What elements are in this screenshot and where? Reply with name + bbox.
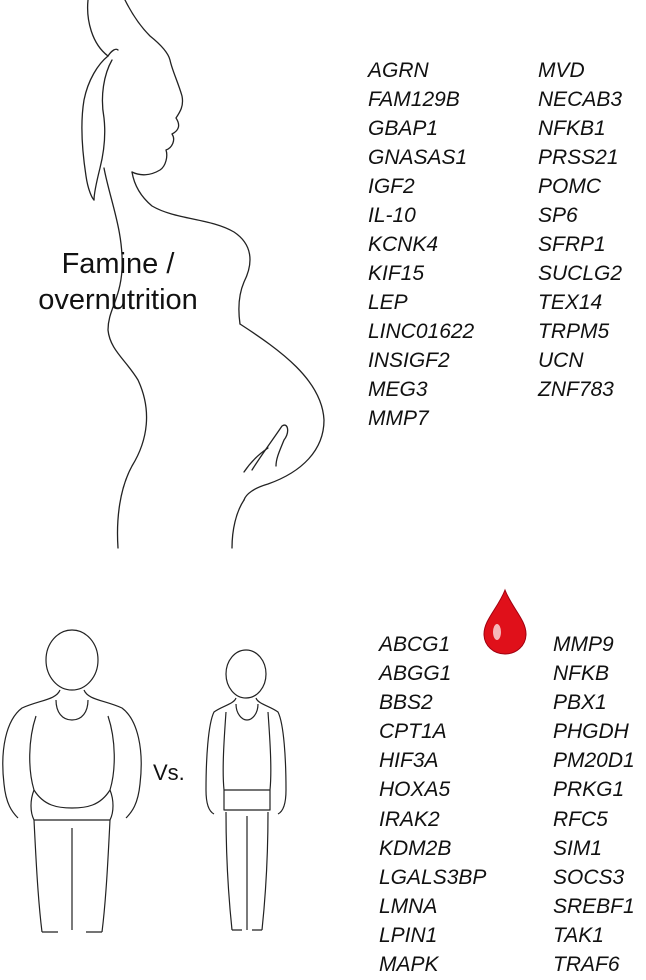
gene-item: PRSS21	[538, 146, 619, 169]
gene-item: SFRP1	[538, 233, 606, 256]
gene-item: MMP7	[368, 407, 429, 430]
gene-item: LEP	[368, 291, 408, 314]
gene-item: LMNA	[379, 894, 438, 918]
gene-item: MVD	[538, 59, 585, 82]
gene-item: TEX14	[538, 291, 603, 314]
gene-item: POMC	[538, 175, 601, 198]
famine-overnutrition-label: Famine / overnutrition	[18, 246, 218, 318]
gene-item: IGF2	[368, 175, 415, 198]
label-line-2: overnutrition	[38, 284, 198, 316]
gene-item: GBAP1	[368, 117, 439, 140]
gene-item: TRPM5	[538, 320, 610, 343]
gene-item: SOCS3	[553, 865, 625, 889]
gene-item: SREBF1	[553, 894, 635, 918]
gene-item: KDM2B	[379, 836, 452, 860]
vs-label: Vs.	[153, 760, 185, 785]
gene-item: INSIGF2	[368, 349, 450, 372]
gene-item: ABCG1	[379, 633, 451, 656]
gene-item: LINC01622	[368, 320, 475, 343]
obese-figure-icon	[2, 629, 142, 933]
gene-item: FAM129B	[368, 88, 460, 111]
gene-item: KCNK4	[368, 233, 439, 256]
blood-drop-icon	[483, 588, 527, 655]
gene-item: MAPK	[379, 953, 439, 977]
gene-item: PRKG1	[553, 778, 625, 802]
gene-item: PHGDH	[553, 720, 629, 744]
gene-item: MMP9	[553, 633, 614, 656]
gene-item: KIF15	[368, 262, 425, 285]
gene-item: BBS2	[379, 691, 433, 715]
gene-item: NECAB3	[538, 88, 623, 111]
gene-item: SP6	[538, 204, 578, 227]
gene-item: HOXA5	[379, 778, 451, 802]
label-line-1: Famine /	[61, 248, 175, 280]
gene-item: SIM1	[553, 836, 603, 860]
gene-item: PM20D1	[553, 749, 635, 773]
gene-item: ABGG1	[379, 662, 452, 686]
gene-item: PBX1	[553, 691, 607, 715]
gene-item: IL-10	[368, 204, 416, 227]
gene-item: RFC5	[553, 807, 608, 831]
gene-item: TAK1	[553, 923, 604, 947]
gene-item: ZNF783	[538, 378, 614, 401]
gene-item: HIF3A	[379, 749, 439, 773]
gene-item: UCN	[538, 349, 584, 372]
gene-item: MEG3	[368, 378, 428, 401]
gene-item: LGALS3BP	[379, 865, 487, 889]
gene-item: CPT1A	[379, 720, 447, 744]
slim-figure-icon	[205, 649, 287, 931]
gene-item: GNASAS1	[368, 146, 468, 169]
gene-item: SUCLG2	[538, 262, 623, 285]
gene-item: AGRN	[368, 59, 429, 82]
gene-item: TRAF6	[553, 953, 620, 977]
gene-item: NFKB1	[538, 117, 606, 140]
gene-item: NFKB	[553, 662, 610, 686]
gene-item: LPIN1	[379, 923, 438, 947]
gene-item: IRAK2	[379, 807, 440, 831]
